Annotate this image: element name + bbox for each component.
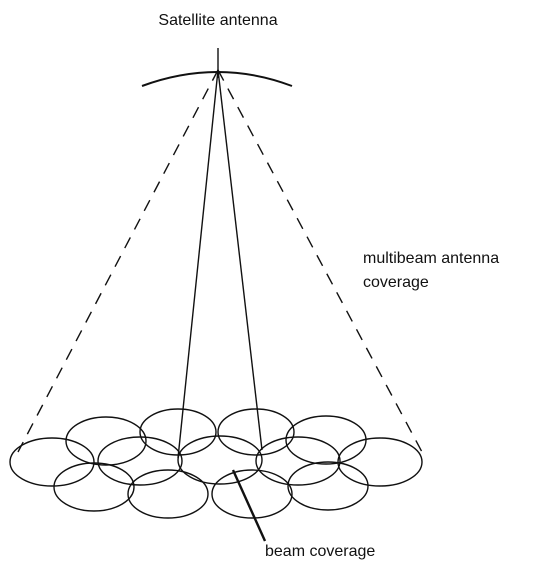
beam-footprints (9, 408, 423, 519)
multibeam-cone-right-edge (217, 69, 423, 453)
single-beam-right-edge (217, 69, 263, 451)
beam-footprint (53, 462, 135, 512)
beam-footprint (139, 408, 217, 456)
beam-footprint (65, 416, 147, 466)
single-beam-left-edge (177, 69, 219, 459)
beam-footprint (287, 461, 369, 511)
beam-footprint (9, 437, 95, 487)
beam-footprint (285, 415, 367, 465)
beam-footprint (97, 436, 183, 486)
beam-footprint (127, 469, 209, 519)
beam-footprint (255, 436, 341, 486)
beam-footprint (211, 469, 293, 519)
beam-footprint (177, 435, 263, 485)
multibeam-coverage-label-line1: multibeam antenna (363, 250, 499, 267)
beam-coverage-label: beam coverage (265, 543, 375, 560)
multibeam-cone-left-edge (17, 69, 219, 453)
multibeam-coverage-label-line2: coverage (363, 274, 429, 291)
beam-footprint (337, 437, 423, 487)
beam-footprint (217, 408, 295, 456)
beam-coverage-leader-line (231, 469, 267, 542)
satellite-antenna-label: Satellite antenna (158, 12, 277, 29)
